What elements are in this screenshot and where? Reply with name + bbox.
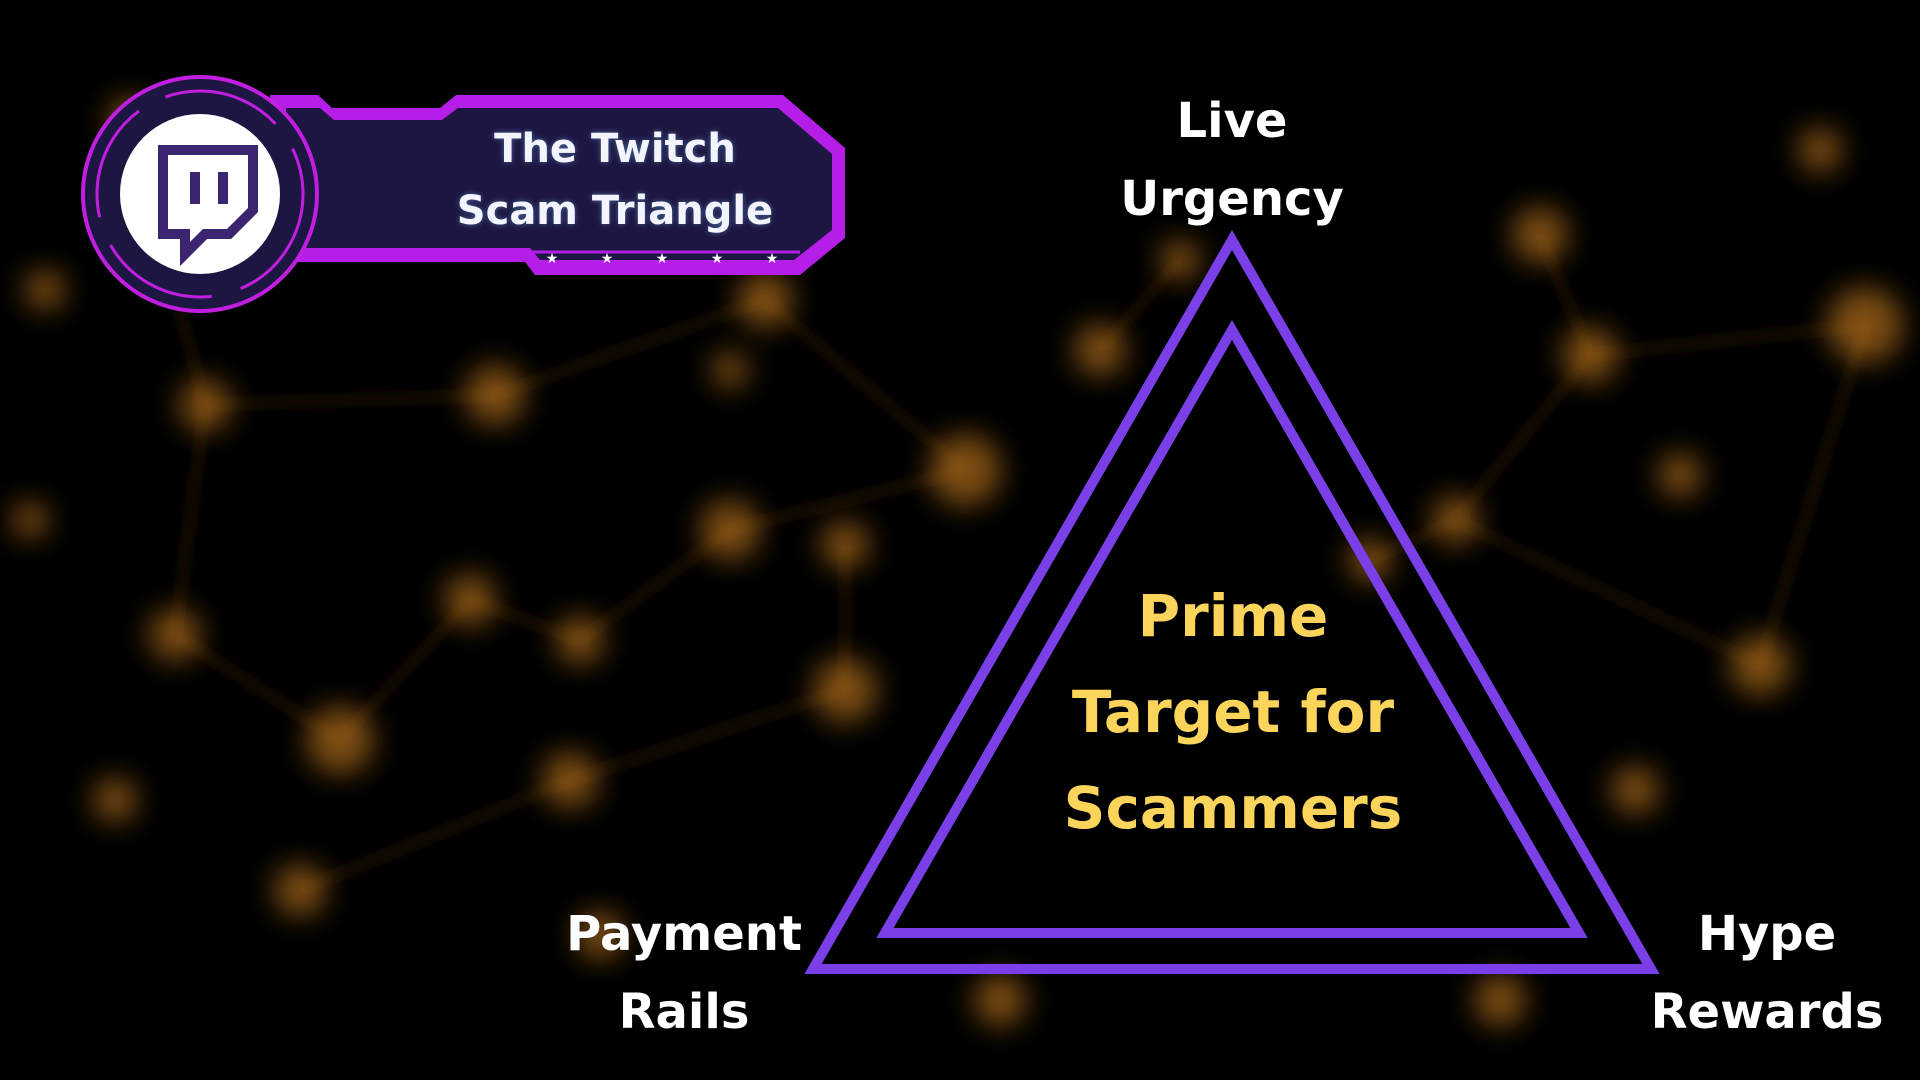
center-text-line: Target for	[1071, 678, 1395, 746]
bokeh-dot	[93, 778, 137, 822]
badge-star-icon: ★	[711, 251, 724, 267]
logo-middle-ring	[95, 89, 305, 299]
bokeh-dot	[465, 365, 525, 425]
bokeh-dot	[576, 911, 624, 959]
inner-triangle	[876, 319, 1588, 938]
center-text-line: Scammers	[1063, 774, 1403, 842]
bokeh-dot	[179, 379, 231, 431]
bokeh-network-lines	[128, 119, 1867, 892]
vertex-label-line: Live	[1176, 93, 1288, 149]
bokeh-line	[1453, 353, 1592, 522]
bokeh-dot	[813, 658, 877, 722]
badge-title: The Twitch Scam Triangle	[440, 118, 790, 242]
bokeh-line	[1758, 324, 1867, 666]
center-text-line: Prime	[1137, 582, 1329, 650]
badge-star-icon: ★	[546, 251, 559, 267]
bokeh-dot	[1730, 635, 1790, 695]
bokeh-dot	[1658, 453, 1702, 497]
vertex-label-bottom-right: Hype Rewards	[1587, 895, 1920, 1051]
bokeh-dot	[712, 352, 748, 388]
vertex-label-line: Payment	[566, 906, 802, 962]
bokeh-line	[569, 688, 846, 782]
bokeh-dot	[1160, 240, 1200, 280]
badge-title-line: Scam Triangle	[456, 188, 774, 234]
bokeh-line	[1454, 518, 1761, 667]
bokeh-line	[763, 298, 967, 472]
vertex-label-line: Rewards	[1650, 984, 1884, 1040]
badge-star-icon: ★	[766, 251, 779, 267]
vertex-label-line: Rails	[618, 984, 750, 1040]
vertex-label-top: Live Urgency	[1052, 82, 1412, 238]
bokeh-dot	[1562, 327, 1618, 383]
bokeh-dot	[1474, 974, 1526, 1026]
bokeh-dot	[1611, 766, 1659, 814]
bokeh-dot	[974, 974, 1026, 1026]
outer-triangle	[804, 229, 1660, 974]
badge-star-row: ★ ★ ★ ★ ★	[546, 251, 779, 267]
bokeh-dot	[274, 864, 326, 916]
badge-star-icon: ★	[656, 251, 669, 267]
vertex-label-bottom-left: Payment Rails	[504, 895, 864, 1051]
bokeh-line	[578, 528, 732, 642]
bokeh-dot	[12, 502, 48, 538]
bokeh-dot	[1798, 128, 1842, 172]
vertex-label-line: Urgency	[1120, 171, 1344, 227]
bokeh-line	[299, 778, 571, 892]
bokeh-line	[173, 404, 207, 636]
bokeh-dot	[556, 616, 604, 664]
bokeh-dot	[149, 609, 201, 661]
bokeh-dot	[1431, 496, 1479, 544]
bokeh-dot	[929, 434, 1001, 506]
bokeh-dot	[25, 270, 65, 310]
bokeh-dot	[306, 706, 374, 774]
twitch-logo-icon	[158, 145, 258, 267]
bokeh-line	[1589, 323, 1866, 357]
bokeh-line	[729, 468, 966, 532]
bokeh-dot	[444, 574, 496, 626]
bokeh-dot	[737, 272, 793, 328]
bokeh-glow-dots	[12, 98, 1903, 1026]
triangle-center-text: Prime Target for Scammers	[1033, 568, 1433, 856]
bokeh-line	[494, 298, 766, 397]
badge-star-icon: ★	[601, 251, 614, 267]
bokeh-dot	[542, 752, 598, 808]
bokeh-dot	[1074, 324, 1126, 376]
vertex-label-line: Hype	[1697, 906, 1837, 962]
badge-panel	[286, 108, 832, 260]
bokeh-dot	[700, 500, 760, 560]
bokeh-line	[204, 393, 496, 407]
bokeh-dot	[1512, 207, 1568, 263]
bokeh-dot	[821, 521, 869, 569]
badge-title-line: The Twitch	[494, 126, 736, 172]
bokeh-dot	[1827, 287, 1903, 363]
